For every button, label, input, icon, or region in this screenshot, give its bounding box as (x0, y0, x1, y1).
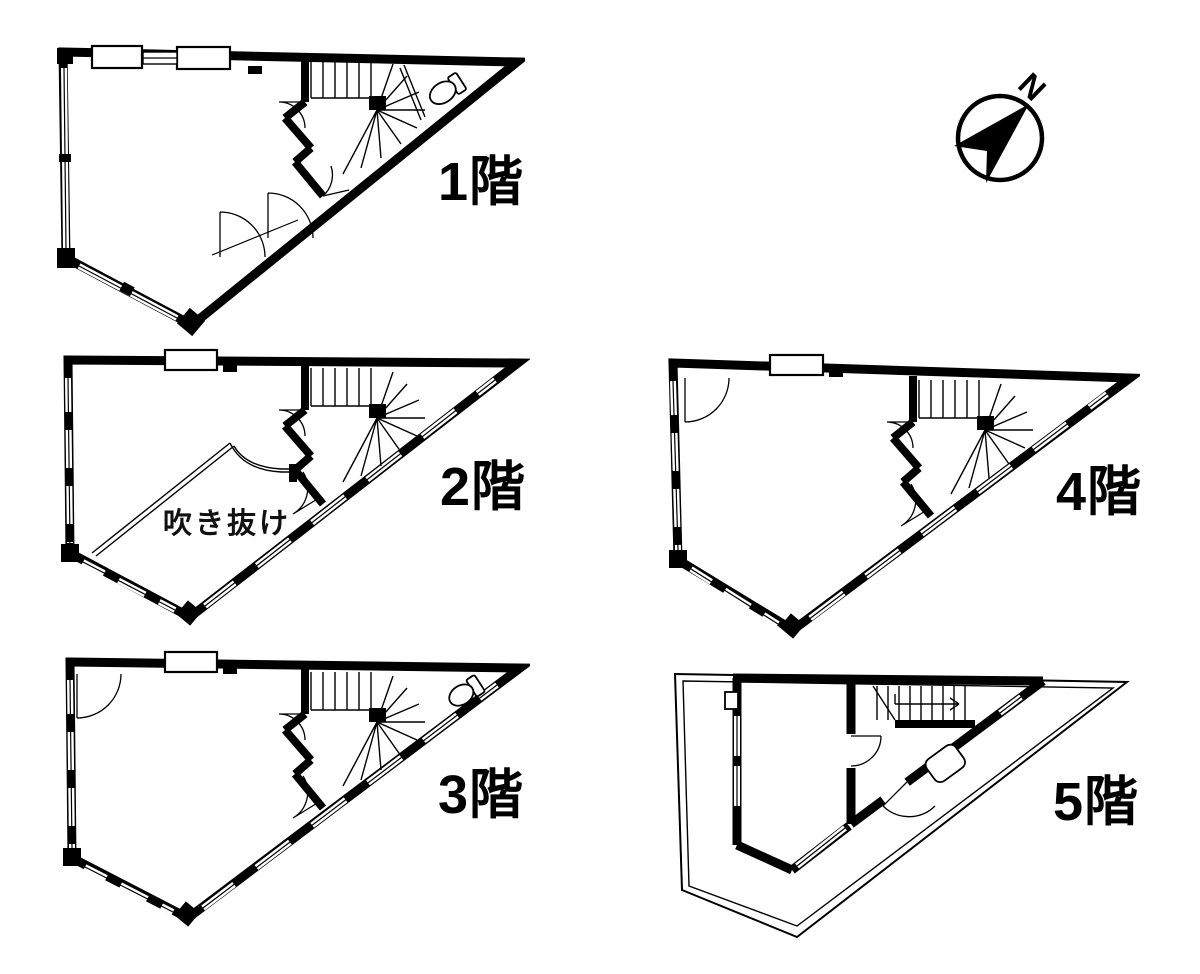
stair-direction-arrow (894, 694, 960, 711)
door-swing (278, 713, 306, 741)
compass-circle (955, 93, 1045, 183)
staircase (872, 685, 966, 721)
door-swings (219, 101, 350, 258)
compass-north-indicator: N (945, 55, 1065, 195)
floor-plan-4 (655, 348, 1140, 643)
door-swing (267, 192, 314, 239)
door-swing (684, 377, 730, 423)
door-swing (322, 165, 350, 197)
floor-plan-2 (55, 348, 530, 643)
floor-label-2: 2階 (440, 457, 527, 517)
floor-plan-5 (655, 648, 1145, 953)
door-swings (76, 673, 320, 819)
door-swings (850, 735, 936, 818)
windows (67, 650, 499, 915)
windows (670, 353, 1109, 627)
staircase (281, 668, 425, 811)
staircase (281, 364, 425, 507)
floor-plan-3 (55, 648, 530, 953)
toilet-room (399, 64, 467, 121)
north-arrow-icon (954, 104, 1029, 183)
floor-label-4: 4階 (1056, 462, 1143, 522)
door-swing (76, 673, 122, 719)
floor-label-3: 3階 (438, 765, 525, 825)
door-swing (886, 421, 914, 449)
floor-label-1: 1階 (438, 152, 525, 212)
door-swing (278, 409, 306, 437)
door-swing (882, 779, 936, 818)
fixture (924, 743, 966, 784)
atrium-void-outline (91, 442, 298, 557)
door-swings (278, 409, 320, 515)
toilet-icon (448, 674, 486, 707)
staircase (281, 56, 425, 199)
atrium-void-label: 吹き抜け (163, 508, 292, 540)
toilet-icon (428, 72, 467, 105)
door-swings (684, 377, 928, 527)
windows (65, 348, 497, 613)
door-swing (292, 471, 320, 515)
floor-label-5: 5階 (1053, 772, 1140, 832)
staircase (889, 376, 1033, 519)
door-swing (219, 211, 266, 258)
penthouse-room (724, 673, 1046, 875)
door-swing (278, 101, 306, 129)
door-swing (292, 775, 320, 819)
door-swing (900, 483, 928, 527)
door-swing (850, 735, 882, 767)
floor-plan-1 (55, 10, 525, 342)
windows (59, 44, 345, 321)
